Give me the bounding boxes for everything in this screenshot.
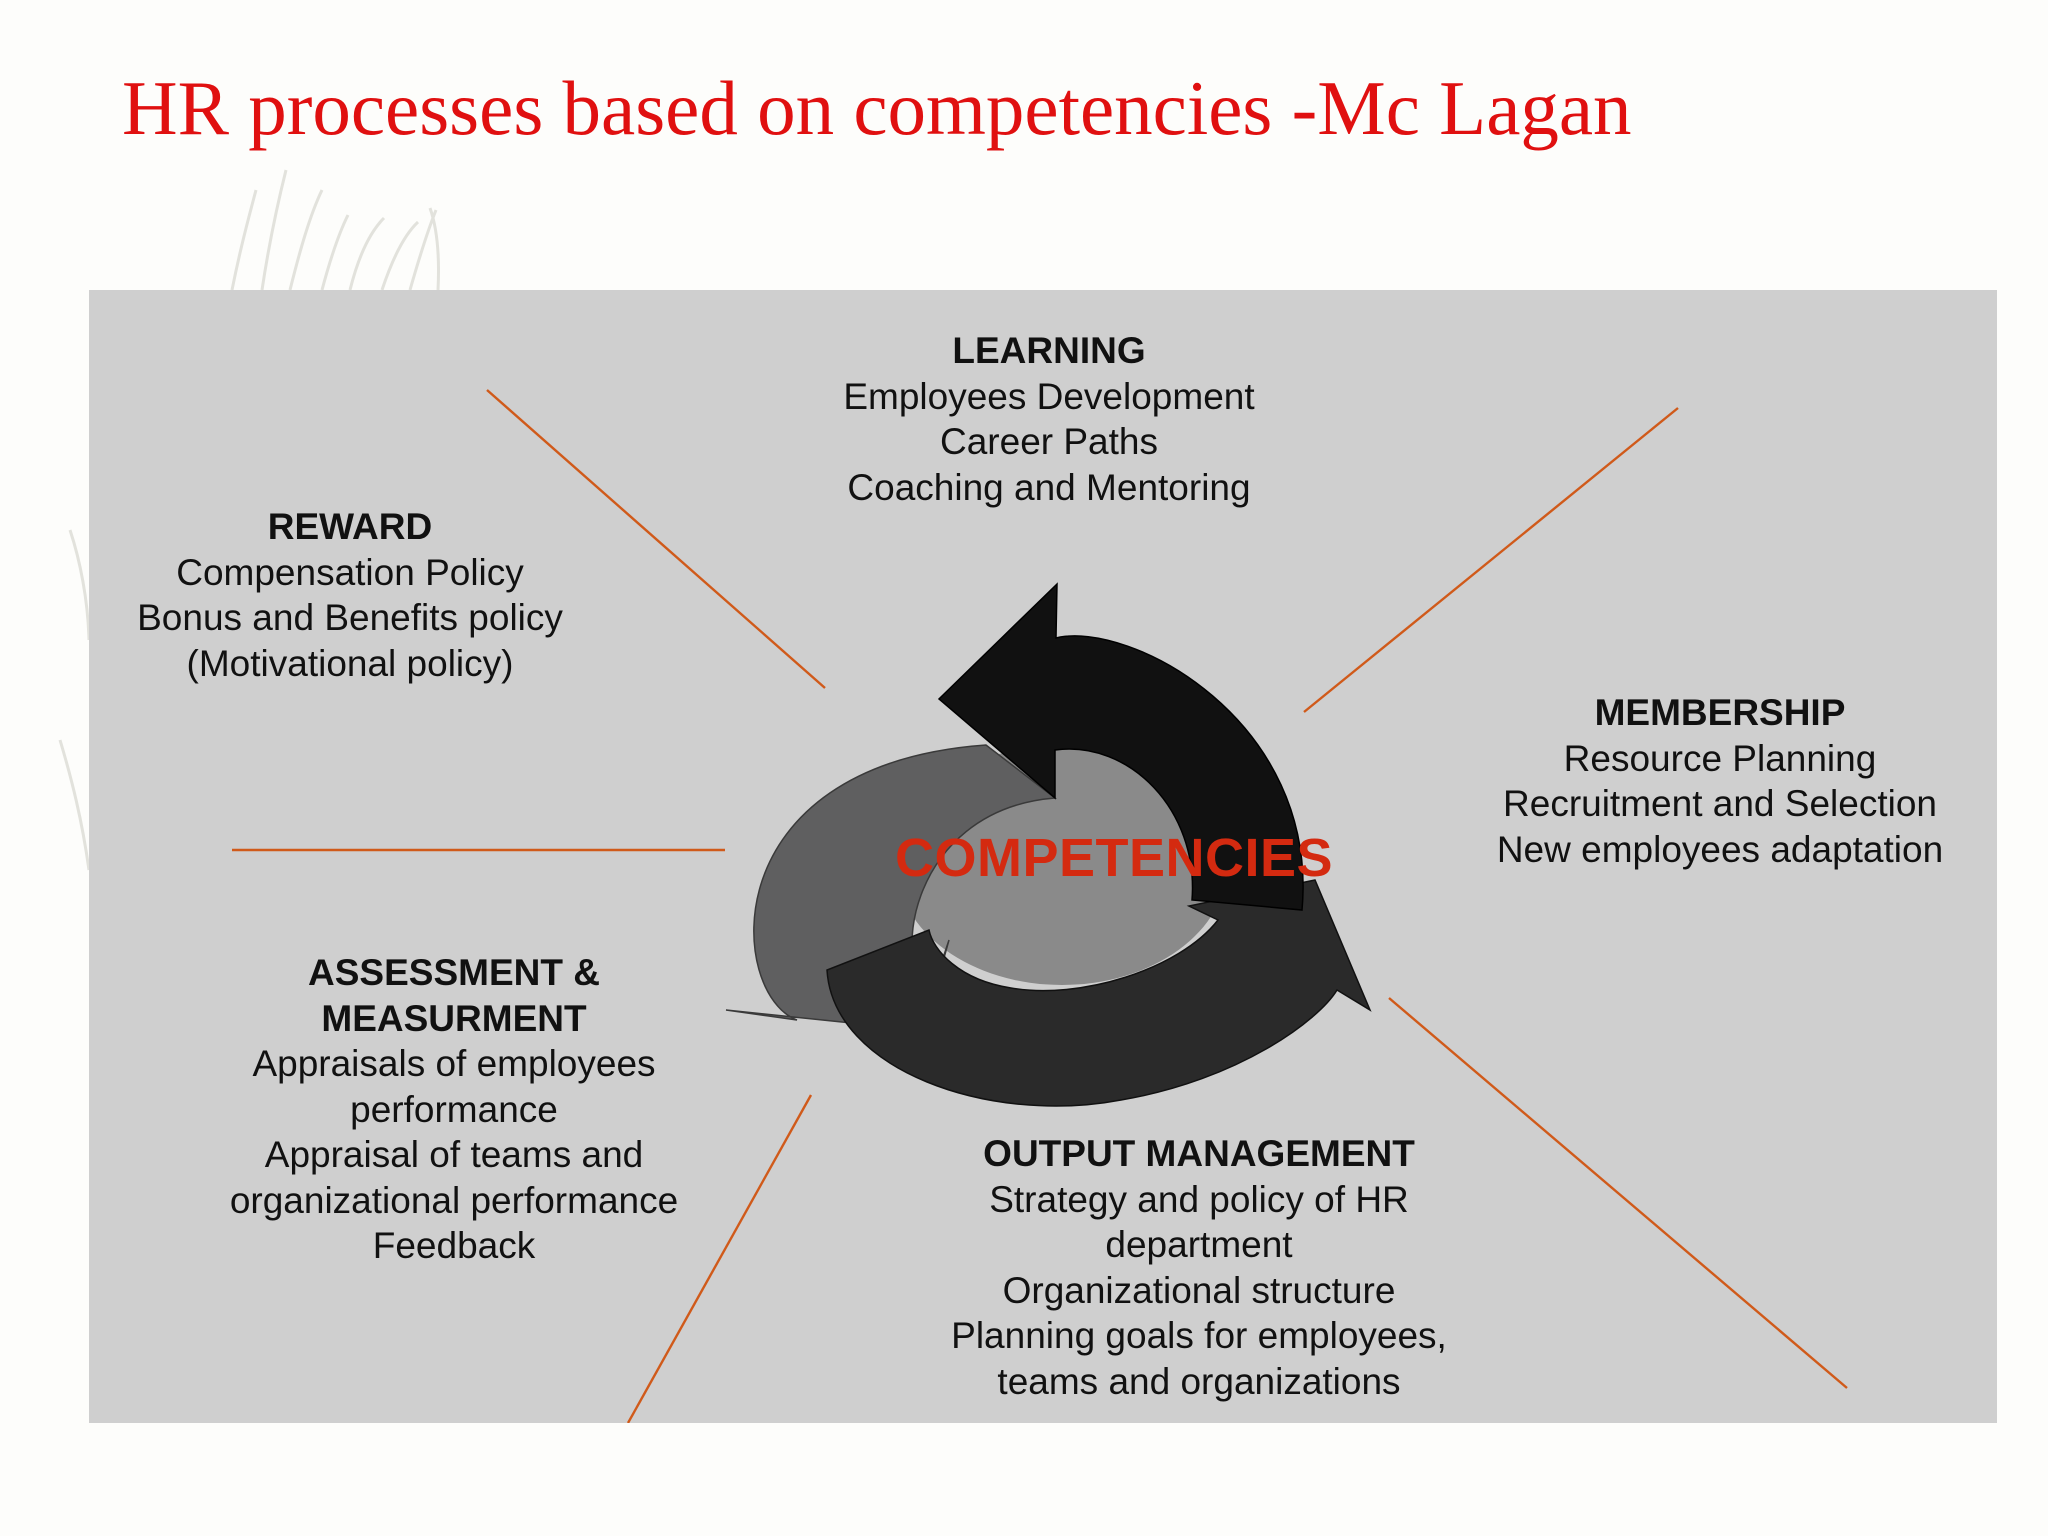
membership-line: Recruitment and Selection (1503, 783, 1937, 824)
output-management-line: Organizational structure (1002, 1269, 1396, 1311)
divider-line-assessment-output (626, 1094, 813, 1423)
assessment-heading: ASSESSMENT & (308, 952, 600, 993)
output-management-line: Planning goals for employees, (951, 1315, 1447, 1356)
membership-line: New employees adaptation (1496, 828, 1944, 870)
reward-line: Compensation Policy (176, 551, 524, 593)
competency-diagram-panel: COMPETENCIES LEARNING Employees Developm… (89, 290, 1997, 1423)
output-management-line: Strategy and policy of HR (989, 1178, 1409, 1220)
membership-heading: MEMBERSHIP (1594, 692, 1846, 733)
learning-line: Coaching and Mentoring (847, 466, 1251, 508)
learning-heading: LEARNING (952, 330, 1146, 371)
divider-line-output-membership (1388, 997, 1848, 1389)
cycle-arrow-mid (826, 879, 1372, 1107)
cycle-diagram (232, 389, 1848, 1423)
slide-title: HR processes based on competencies -Mc L… (122, 65, 1632, 151)
output-management-heading: OUTPUT MANAGEMENT (983, 1133, 1415, 1174)
output-management-line: department (1105, 1224, 1293, 1265)
learning-line: Employees Development (843, 375, 1255, 417)
assessment-line: Feedback (372, 1225, 536, 1266)
reward-line: Bonus and Benefits policy (137, 597, 563, 638)
learning-line: Career Paths (940, 421, 1158, 462)
center-label-competencies: COMPETENCIES (894, 828, 1334, 888)
divider-line-reward-learning (486, 389, 826, 689)
assessment-heading: MEASURMENT (321, 997, 587, 1039)
assessment-block: ASSESSMENT & MEASURMENT Appraisals of em… (174, 950, 734, 1269)
learning-block: LEARNING Employees Development Career Pa… (769, 328, 1329, 510)
assessment-line: organizational performance (229, 1179, 679, 1221)
reward-line: (Motivational policy) (186, 642, 514, 684)
assessment-line: performance (350, 1088, 558, 1130)
cycle-arrow-light (725, 744, 1058, 1031)
output-management-line: teams and organizations (997, 1360, 1401, 1402)
membership-block: MEMBERSHIP Resource Planning Recruitment… (1459, 690, 1981, 872)
membership-line: Resource Planning (1563, 737, 1877, 779)
divider-line-learning-membership (1303, 407, 1679, 713)
reward-block: REWARD Compensation Policy Bonus and Ben… (89, 504, 611, 686)
reward-heading: REWARD (267, 506, 433, 547)
assessment-line: Appraisal of teams and (264, 1134, 644, 1175)
output-management-block: OUTPUT MANAGEMENT Strategy and policy of… (909, 1131, 1489, 1404)
assessment-line: Appraisals of employees (252, 1043, 656, 1084)
cycle-arrow-dark (937, 582, 1304, 911)
